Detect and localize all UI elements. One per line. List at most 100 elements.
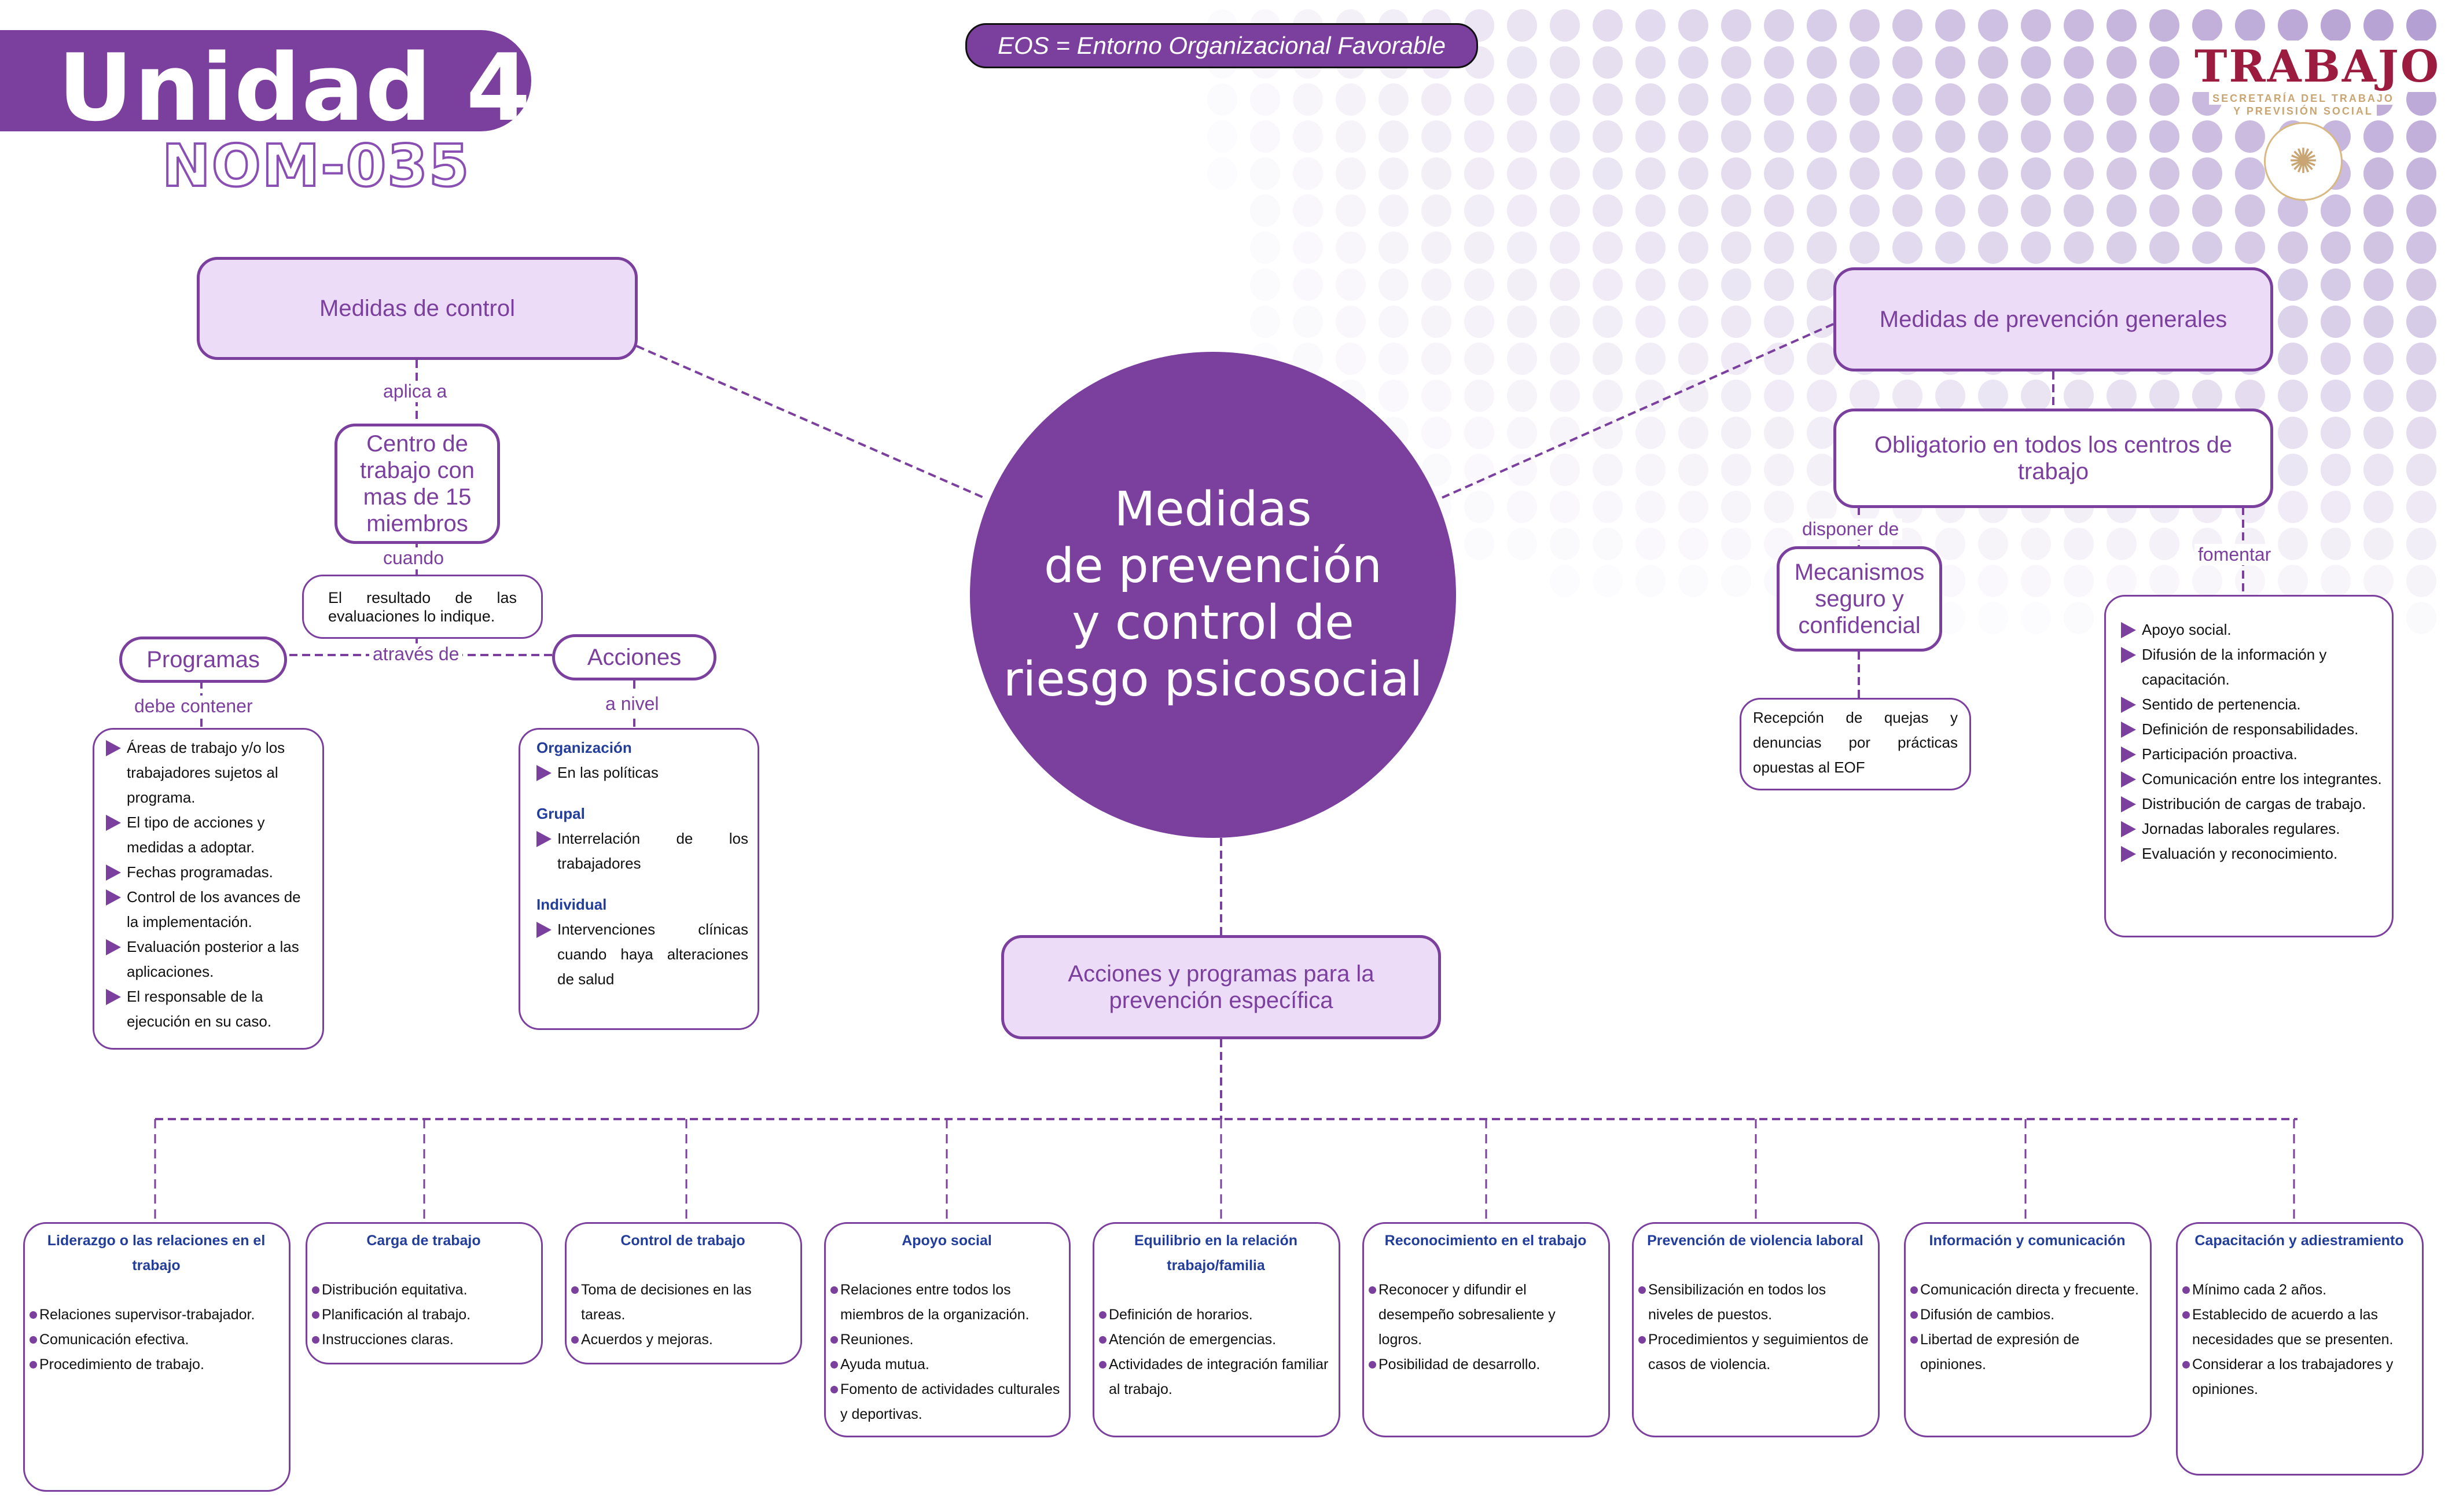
background-dot [1635,343,1666,375]
background-dot [2278,343,2308,375]
background-dot [1935,231,1965,264]
background-dot [2406,380,2436,412]
background-dot [2321,9,2351,42]
bullet-dot-icon [1910,1311,1918,1319]
background-dot [2107,528,2137,560]
complaints-reception-node: Recepción de quejas y denuncias por prác… [1740,698,1971,790]
action-level-item-text: Intervenciones clínicas cuando haya alte… [557,921,748,988]
background-dot [2363,565,2394,597]
background-dot [1378,343,1409,375]
background-dot [1721,565,1751,597]
background-dot [1635,120,1666,153]
unit-title: Unidad 4 [58,34,532,142]
background-dot [1293,194,1323,227]
background-dot [2278,528,2308,560]
category-item: Toma de decisiones en las tareas. [571,1278,795,1327]
background-dot [2406,343,2436,375]
action-level-item: Intervenciones clínicas cuando haya alte… [536,917,748,992]
background-dot [2149,565,2179,597]
background-dot [1593,194,1623,227]
background-dot [1421,83,1451,116]
background-dot [1593,491,1623,523]
category-item: Difusión de cambios. [1910,1303,2144,1327]
background-dot [1678,565,1708,597]
background-dot [2278,454,2308,486]
background-dot [1635,306,1666,338]
background-dot [1850,120,1880,153]
background-dot [1507,306,1537,338]
background-dot [2278,491,2308,523]
background-dot [2107,9,2137,42]
background-dot [1464,268,1494,301]
bullet-dot-icon [30,1336,37,1344]
background-dot [1550,120,1580,153]
category-item: Posibilidad de desarrollo. [1369,1352,1602,1377]
program-item-text: El responsable de la ejecución en su cas… [127,988,272,1030]
background-dot [2278,268,2308,301]
category-item-text: Procedimientos y seguimientos de casos d… [1648,1331,1869,1373]
background-dot [2406,157,2436,190]
background-dot [1935,528,1965,560]
background-dot [2107,380,2137,412]
bullet-dot-icon [30,1311,37,1319]
promote-item: Sentido de pertenencia. [2121,692,2386,717]
background-dot [1721,231,1751,264]
category-item-text: Actividades de integración familiar al t… [1109,1356,1329,1397]
category-item-text: Difusión de cambios. [1920,1307,2055,1323]
category-item: Mínimo cada 2 años. [2182,1278,2416,1303]
background-dot [2363,528,2394,560]
background-dot [2064,231,2094,264]
background-dot [2406,268,2436,301]
secure-mechanism-text: Mecanismos seguro y confidencial [1794,560,1925,638]
coat-of-arms-icon: ✺ [2264,122,2343,201]
background-dot [2107,565,2137,597]
triangle-bullet-icon [106,989,121,1005]
category-item-text: Mínimo cada 2 años. [2192,1282,2327,1298]
programs-node: Programas [119,637,287,683]
background-dot [2363,194,2394,227]
background-dot [2406,194,2436,227]
background-dot [1764,268,1794,301]
bullet-dot-icon [571,1286,579,1294]
background-dot [2363,343,2394,375]
background-dot [1507,46,1537,79]
bullet-dot-icon [312,1311,319,1319]
background-dot [2149,120,2179,153]
background-dot [1464,417,1494,449]
control-measures-title: Medidas de control [319,295,515,321]
category-item-text: Reconocer y difundir el desempeño sobres… [1378,1282,1556,1348]
background-dot [1593,306,1623,338]
category-item: Sensibilización en todos los niveles de … [1638,1278,1872,1327]
category-title: Control de trabajo [620,1233,745,1249]
background-dot [1378,380,1409,412]
promote-item-text: Evaluación y reconocimiento. [2142,845,2338,862]
secure-mechanism-node: Mecanismos seguro y confidencial [1777,546,1942,652]
background-dot [1850,157,1880,190]
background-dot [2021,9,2051,42]
program-item: Evaluación posterior a las aplicaciones. [106,935,315,984]
background-dot [2235,120,2265,153]
background-dot [2363,491,2394,523]
background-dot [2021,194,2051,227]
bullet-dot-icon [571,1336,579,1344]
background-dot [1421,343,1451,375]
specific-category-card: Liderazgo o las relaciones en el trabajo… [23,1222,291,1492]
background-dot [1721,83,1751,116]
background-dot [2064,194,2094,227]
background-dot [2064,157,2094,190]
background-dot [2235,380,2265,412]
background-dot [1807,120,1837,153]
category-item-text: Considerar a los trabajadores y opinione… [2192,1356,2394,1397]
background-dot [2021,83,2051,116]
background-dot [1421,231,1451,264]
background-dot [1935,120,1965,153]
programs-contents-list: Áreas de trabajo y/o los trabajadores su… [93,728,324,1050]
background-dot [1935,380,1965,412]
background-dot [2406,306,2436,338]
specific-prevention-node: Acciones y programas para la prevención … [1001,935,1441,1039]
background-dot [1336,306,1366,338]
background-dot [1507,491,1537,523]
triangle-bullet-icon [2121,722,2136,738]
category-item-text: Procedimiento de trabajo. [39,1356,204,1373]
